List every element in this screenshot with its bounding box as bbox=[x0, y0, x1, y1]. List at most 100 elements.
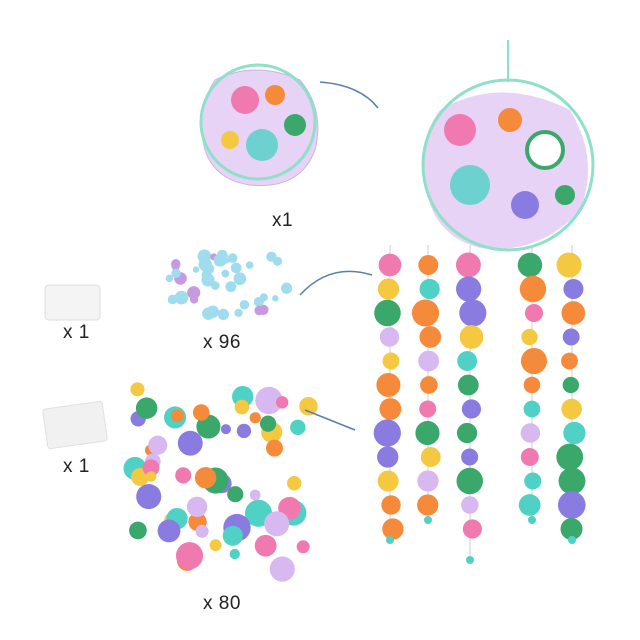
strand-charm bbox=[382, 518, 404, 540]
strand-charm bbox=[524, 472, 542, 490]
sticker bbox=[255, 386, 283, 415]
strand-charm bbox=[378, 253, 402, 277]
bead bbox=[221, 269, 230, 278]
stickers-quantity: x 80 bbox=[203, 593, 241, 614]
tassel bbox=[386, 536, 394, 544]
beads-quantity: x 96 bbox=[203, 332, 241, 353]
bead bbox=[216, 249, 228, 261]
strand-charm bbox=[419, 326, 442, 348]
sticker bbox=[222, 525, 243, 546]
strand-charm bbox=[379, 327, 400, 347]
bead bbox=[259, 293, 268, 302]
strand-charm bbox=[563, 278, 584, 300]
strand-charm bbox=[519, 275, 547, 303]
strand-charm bbox=[520, 347, 548, 375]
sticker bbox=[130, 382, 145, 397]
sticker bbox=[136, 483, 162, 510]
bead bbox=[225, 281, 237, 293]
bead bbox=[201, 269, 212, 281]
strand-charm bbox=[462, 519, 482, 539]
strand-charm bbox=[557, 491, 586, 519]
bead bbox=[239, 300, 250, 310]
bead bbox=[245, 261, 254, 269]
strand-charm bbox=[376, 372, 401, 398]
bead bbox=[192, 266, 200, 273]
strand-charm bbox=[374, 299, 401, 327]
sticker bbox=[229, 548, 240, 560]
strand-charm bbox=[456, 422, 478, 444]
strand-charm bbox=[377, 470, 399, 492]
bead bbox=[210, 281, 220, 290]
thread-quantity: x 1 bbox=[63, 322, 90, 343]
sticker-pile bbox=[123, 382, 318, 582]
strand-charm bbox=[520, 448, 539, 466]
sticker bbox=[290, 419, 306, 436]
sticker bbox=[135, 397, 158, 419]
strand-charm bbox=[417, 494, 439, 516]
strand-charm bbox=[411, 299, 440, 327]
bead bbox=[254, 305, 265, 316]
sticker bbox=[234, 399, 250, 415]
sticker bbox=[299, 396, 318, 416]
tassel bbox=[466, 556, 474, 564]
hoop-kit bbox=[199, 63, 319, 187]
strand-charm bbox=[418, 350, 440, 372]
bead bbox=[174, 290, 189, 305]
strand-charm bbox=[456, 276, 482, 302]
strand-charm bbox=[517, 252, 543, 278]
sticker bbox=[148, 435, 168, 455]
sticker bbox=[175, 467, 192, 484]
bead bbox=[171, 258, 181, 269]
sticker bbox=[186, 496, 208, 517]
sticker bbox=[259, 415, 277, 432]
sticker bbox=[296, 540, 310, 554]
sticker bbox=[177, 430, 203, 456]
hoop-quantity: x1 bbox=[272, 210, 294, 231]
strand-charm bbox=[461, 448, 479, 466]
sticker bbox=[287, 476, 302, 491]
strand-charm bbox=[381, 495, 401, 515]
strand-charm bbox=[561, 398, 582, 420]
sticker bbox=[249, 412, 261, 424]
plastic-bag bbox=[42, 400, 108, 450]
bead bbox=[234, 308, 243, 317]
bead bbox=[165, 274, 174, 283]
strand-charm bbox=[523, 376, 541, 394]
strand-charm bbox=[377, 278, 400, 300]
strand-charm bbox=[377, 446, 399, 468]
strand-charm bbox=[523, 400, 541, 418]
bead bbox=[280, 282, 293, 294]
strand-charm bbox=[562, 376, 580, 394]
tassel bbox=[424, 516, 432, 524]
strand-charm bbox=[420, 376, 438, 394]
bead bbox=[227, 253, 238, 264]
strand-charm bbox=[562, 328, 580, 346]
strand-charm bbox=[373, 419, 401, 447]
sticker bbox=[195, 524, 209, 538]
sticker bbox=[220, 424, 231, 435]
strand-charm bbox=[455, 252, 481, 278]
strand-charm bbox=[461, 399, 482, 419]
strand-charm bbox=[461, 496, 479, 514]
bead bbox=[198, 257, 212, 272]
sticker bbox=[275, 396, 289, 409]
sticker bbox=[254, 534, 277, 557]
sticker bbox=[269, 556, 295, 582]
thread-card bbox=[44, 284, 101, 321]
strand-charm bbox=[420, 447, 441, 467]
sticker bbox=[175, 542, 204, 570]
strand-charm bbox=[518, 494, 541, 516]
tassel bbox=[528, 516, 536, 524]
strand-charm bbox=[521, 328, 538, 346]
bead bbox=[187, 286, 201, 300]
strand-charm bbox=[561, 352, 578, 370]
sticker bbox=[142, 459, 160, 477]
bead bbox=[272, 295, 279, 302]
sticker bbox=[129, 521, 147, 540]
strand-charm bbox=[524, 303, 543, 323]
sticker bbox=[265, 439, 283, 457]
sticker bbox=[249, 489, 261, 501]
strand-charm bbox=[556, 252, 582, 278]
arrow-icon bbox=[299, 270, 373, 296]
strand-charm bbox=[561, 301, 586, 325]
